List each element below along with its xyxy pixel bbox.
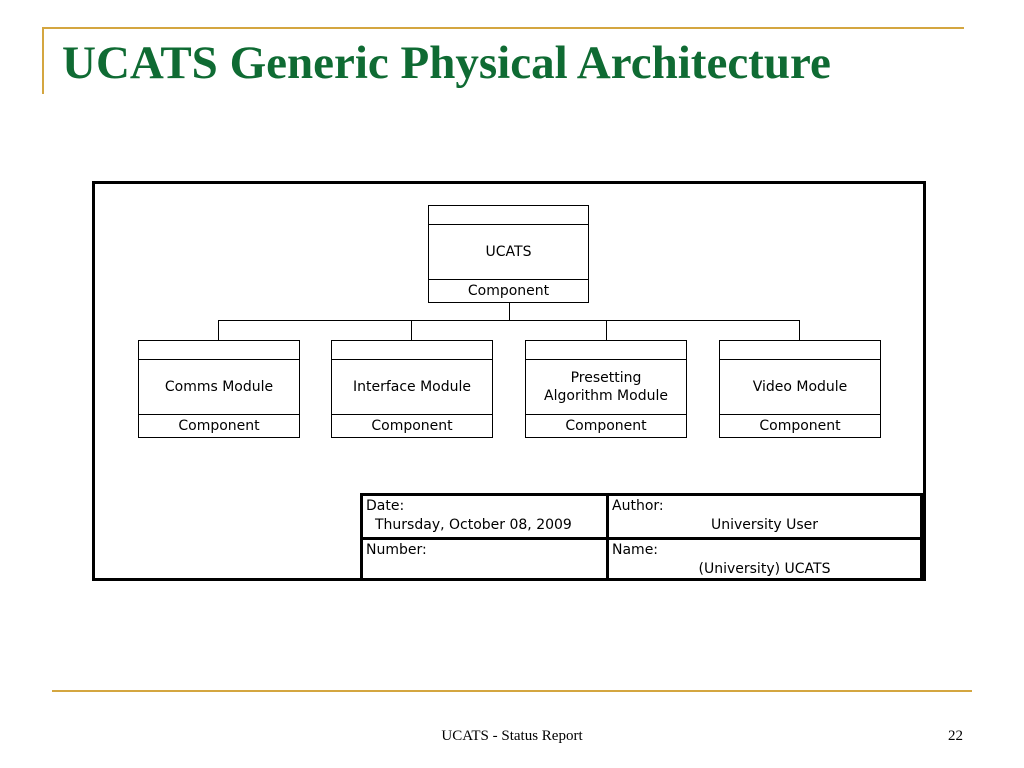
connector-trunk xyxy=(509,302,510,320)
number-cell: Number: xyxy=(363,540,609,578)
component-stereotype: Component xyxy=(526,414,686,437)
component-comms-module: Comms Module Component xyxy=(138,340,300,438)
date-label: Date: xyxy=(366,498,405,514)
connector-drop-presetting xyxy=(606,320,607,340)
component-presetting-algorithm-module: Presetting Algorithm Module Component xyxy=(525,340,687,438)
footer-text: UCATS - Status Report xyxy=(441,728,583,744)
component-name: Comms Module xyxy=(164,379,274,395)
name-cell: Name: (University) UCATS xyxy=(609,540,923,578)
footer-divider xyxy=(52,690,972,692)
author-label: Author: xyxy=(612,498,664,514)
connector-drop-comms xyxy=(218,320,219,340)
connector-bus xyxy=(218,320,800,321)
date-cell: Date: Thursday, October 08, 2009 xyxy=(363,496,609,540)
diagram-title-block: Date: Thursday, October 08, 2009 Author:… xyxy=(360,493,923,578)
connector-drop-interface xyxy=(411,320,412,340)
left-accent-line xyxy=(42,28,44,94)
number-label: Number: xyxy=(366,542,427,558)
component-name: Interface Module xyxy=(352,379,472,395)
name-value: (University) UCATS xyxy=(698,561,831,577)
component-name: Video Module xyxy=(752,379,848,395)
component-header-stripe xyxy=(720,341,880,360)
component-header-stripe xyxy=(526,341,686,360)
component-name: UCATS xyxy=(485,244,532,260)
component-interface-module: Interface Module Component xyxy=(331,340,493,438)
date-value: Thursday, October 08, 2009 xyxy=(375,517,572,533)
component-stereotype: Component xyxy=(429,279,588,302)
component-stereotype: Component xyxy=(720,414,880,437)
author-value: University User xyxy=(711,517,818,533)
slide-title: UCATS Generic Physical Architecture xyxy=(62,37,831,89)
connector-drop-video xyxy=(799,320,800,340)
top-accent-line xyxy=(42,27,964,29)
component-ucats: UCATS Component xyxy=(428,205,589,303)
component-header-stripe xyxy=(139,341,299,360)
component-name: Presetting Algorithm Module xyxy=(544,370,668,404)
name-label: Name: xyxy=(612,542,659,558)
page-number: 22 xyxy=(948,728,963,744)
component-header-stripe xyxy=(332,341,492,360)
author-cell: Author: University User xyxy=(609,496,923,540)
component-stereotype: Component xyxy=(332,414,492,437)
component-header-stripe xyxy=(429,206,588,225)
component-stereotype: Component xyxy=(139,414,299,437)
component-video-module: Video Module Component xyxy=(719,340,881,438)
